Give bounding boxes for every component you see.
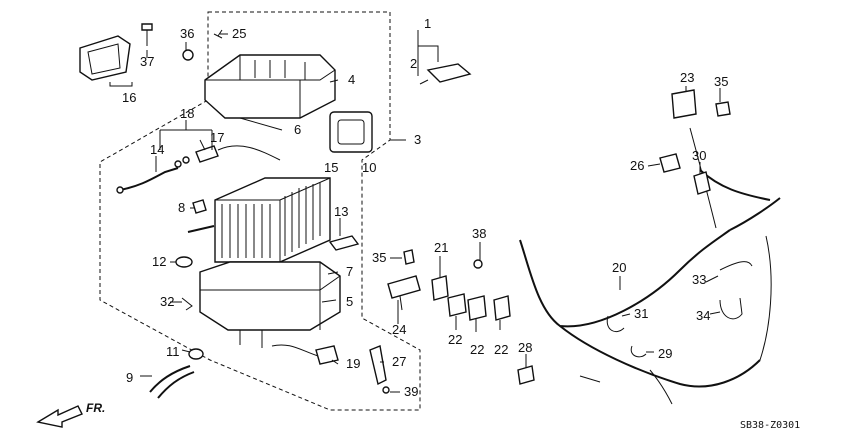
clip-33 — [719, 261, 753, 271]
callout-33: 33 — [692, 272, 706, 287]
callout-7: 7 — [346, 264, 353, 279]
clip-34 — [719, 297, 743, 320]
callout-35-right: 35 — [714, 74, 728, 89]
screw-25 — [213, 29, 223, 39]
callout-8: 8 — [178, 200, 185, 215]
callout-24: 24 — [392, 322, 406, 337]
relay-21 — [431, 275, 449, 301]
callout-19: 19 — [346, 356, 360, 371]
callout-29: 29 — [658, 346, 672, 361]
clip-8 — [192, 199, 207, 214]
nut-36 — [182, 49, 194, 61]
grommet-12 — [175, 256, 193, 268]
clip-29 — [630, 345, 647, 358]
callout-25: 25 — [232, 26, 246, 41]
harness-19 — [271, 344, 339, 365]
callout-23: 23 — [680, 70, 694, 85]
callout-20: 20 — [612, 260, 626, 275]
callout-22-a: 22 — [448, 332, 462, 347]
drain-hose-9 — [149, 365, 195, 399]
callout-32: 32 — [160, 294, 174, 309]
callout-3: 3 — [414, 132, 421, 147]
pad-13 — [328, 235, 360, 251]
connector-26 — [659, 153, 681, 173]
callout-13: 13 — [334, 204, 348, 219]
callout-34: 34 — [696, 308, 710, 323]
callout-18: 18 — [180, 106, 194, 121]
callout-28: 28 — [518, 340, 532, 355]
evaporator-lower-case — [199, 261, 341, 348]
connector-28 — [517, 365, 535, 385]
callout-38: 38 — [472, 226, 486, 241]
connector-1 — [419, 63, 472, 85]
pipe-seal-16 — [79, 35, 131, 81]
expansion-valve-17 — [174, 145, 281, 168]
callout-12: 12 — [152, 254, 166, 269]
relay-23 — [671, 89, 697, 119]
callout-22-c: 22 — [494, 342, 508, 357]
callout-5: 5 — [346, 294, 353, 309]
callout-30: 30 — [692, 148, 706, 163]
bolt-37 — [141, 23, 153, 46]
bolt-35-right — [715, 101, 731, 117]
callout-39: 39 — [404, 384, 418, 399]
relay-22b — [467, 295, 487, 321]
callout-27: 27 — [392, 354, 406, 369]
callout-11: 11 — [166, 344, 180, 359]
evaporator-core — [214, 177, 331, 263]
fr-label: FR. — [86, 401, 105, 415]
drain-stud — [187, 225, 215, 233]
grommet-11 — [188, 348, 204, 360]
clip-31 — [606, 315, 625, 332]
callout-1: 1 — [424, 16, 431, 31]
callout-37: 37 — [140, 54, 154, 69]
pipe-14 — [116, 167, 179, 194]
clip-32 — [181, 297, 193, 311]
callout-16: 16 — [122, 90, 136, 105]
callout-22-b: 22 — [470, 342, 484, 357]
relay-22a — [447, 293, 467, 317]
callout-2: 2 — [410, 56, 417, 71]
callouts: 1 2 3 4 5 6 7 8 9 10 11 12 13 14 15 16 1… — [122, 16, 728, 399]
wire-harness-20 — [519, 127, 781, 405]
bulb-38 — [473, 259, 483, 269]
callout-15: 15 — [324, 160, 338, 175]
relay-22c — [493, 295, 511, 321]
seal-ring-15 — [329, 111, 373, 153]
relay-bracket-24 — [387, 275, 421, 311]
bolt-39 — [382, 386, 390, 394]
bracket-27 — [369, 345, 387, 386]
callout-26: 26 — [630, 158, 644, 173]
callout-17: 17 — [210, 130, 224, 145]
evaporator-upper-case — [204, 54, 336, 119]
callout-36: 36 — [180, 26, 194, 41]
clip-30 — [693, 171, 711, 195]
leader-lines — [109, 30, 721, 393]
bolt-35-left — [403, 249, 415, 265]
callout-21: 21 — [434, 240, 448, 255]
callout-6: 6 — [294, 122, 301, 137]
reference-code: SB38-Z0301 — [740, 420, 800, 431]
callout-35-left: 35 — [372, 250, 386, 265]
callout-4: 4 — [348, 72, 355, 87]
callout-31: 31 — [634, 306, 648, 321]
callout-14: 14 — [150, 142, 164, 157]
front-direction-arrow: FR. — [36, 401, 105, 428]
callout-9: 9 — [126, 370, 133, 385]
callout-10: 10 — [362, 160, 376, 175]
